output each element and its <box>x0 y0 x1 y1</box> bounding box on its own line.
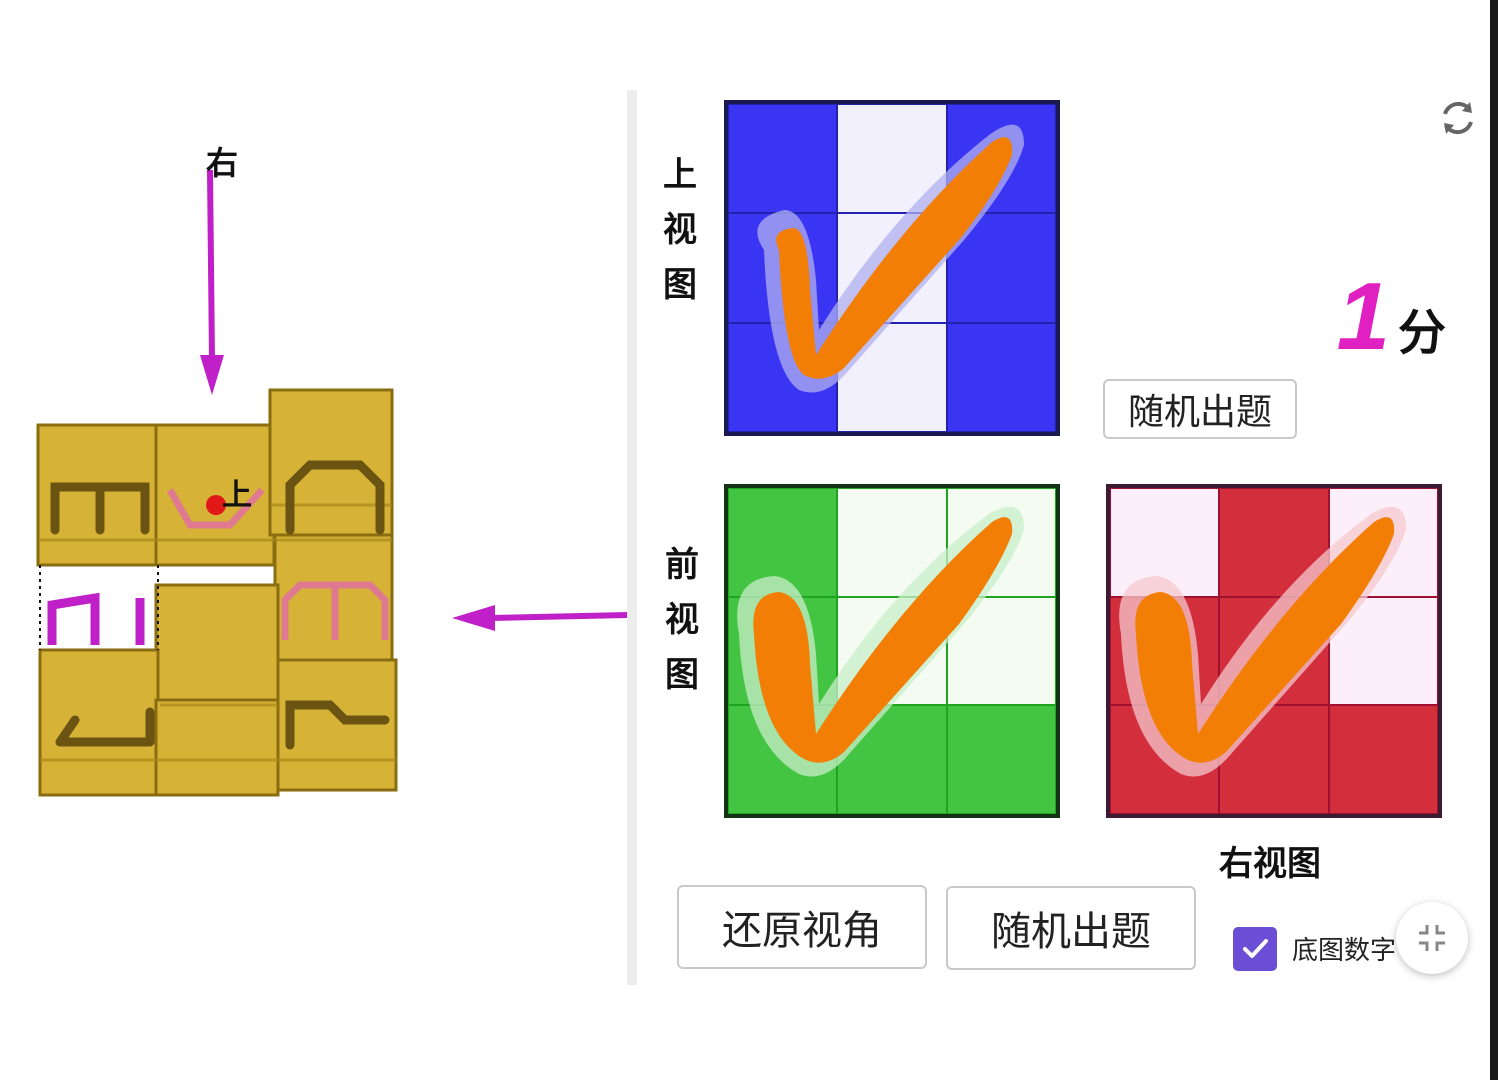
grid-cell[interactable] <box>837 104 947 214</box>
grid-cell[interactable] <box>946 213 1056 323</box>
3d-view-panel[interactable]: 右 上 <box>0 0 630 1080</box>
grid-cell[interactable] <box>837 213 947 323</box>
arrow-head-down <box>200 355 224 395</box>
grid-cell[interactable] <box>946 488 1056 597</box>
grid-cell[interactable] <box>1328 705 1438 814</box>
cube-7 <box>276 658 398 792</box>
score-value: 1 <box>1336 263 1390 370</box>
side-view-grid[interactable] <box>1106 484 1442 818</box>
base-digits-checkbox[interactable] <box>1233 927 1277 971</box>
grid-cell[interactable] <box>728 488 838 597</box>
front-view-grid[interactable] <box>724 484 1060 818</box>
cube-stack <box>36 388 398 797</box>
grid-cell[interactable] <box>1328 488 1438 597</box>
grid-cell[interactable] <box>1110 705 1220 814</box>
grid-cell[interactable] <box>728 213 838 323</box>
random-question-button[interactable]: 随机出题 <box>946 886 1196 970</box>
3d-cube-canvas[interactable] <box>0 0 630 1080</box>
direction-label-right: 右 <box>206 144 239 182</box>
grid-cell[interactable] <box>946 596 1056 706</box>
top-view-label: 上 视 图 <box>663 155 697 305</box>
grid-cell[interactable] <box>837 322 947 432</box>
refresh-icon[interactable] <box>1436 96 1480 140</box>
cube-digits <box>50 460 390 750</box>
grid-cell[interactable] <box>728 322 838 432</box>
score-display: 1 分 <box>1337 262 1446 372</box>
cube-pink-marks <box>166 487 389 640</box>
base-digits-label: 底图数字 <box>1292 936 1397 966</box>
score-unit: 分 <box>1397 305 1446 361</box>
cube-pink-digit <box>47 592 145 645</box>
collapse-icon[interactable] <box>1396 902 1468 974</box>
direction-arrow-down <box>207 169 215 361</box>
grid-cell[interactable] <box>946 104 1056 214</box>
random-question-button-small[interactable]: 随机出题 <box>1103 379 1297 439</box>
grid-cell[interactable] <box>837 705 947 814</box>
grid-cell[interactable] <box>946 705 1056 814</box>
grid-cell[interactable] <box>837 488 947 597</box>
direction-arrow-left <box>489 612 629 621</box>
grid-cell[interactable] <box>1219 488 1329 597</box>
arrow-head-left <box>452 605 495 631</box>
grid-cell[interactable] <box>728 596 838 706</box>
grid-cell[interactable] <box>837 596 947 706</box>
cube-mid <box>154 583 280 707</box>
top-marker-label: 上 <box>222 478 252 513</box>
grid-cell[interactable] <box>1110 488 1220 597</box>
cube-1 <box>38 648 160 797</box>
checkmark-icon <box>1243 939 1268 958</box>
grid-cell[interactable] <box>946 322 1056 432</box>
restore-view-button[interactable]: 还原视角 <box>677 885 927 969</box>
window-edge <box>1490 0 1498 1080</box>
grid-cell[interactable] <box>728 104 838 214</box>
panel-divider[interactable] <box>627 90 637 985</box>
side-view-label: 右视图 <box>1219 844 1321 884</box>
missing-cube-outline <box>39 565 159 650</box>
grid-cell[interactable] <box>1328 596 1438 706</box>
cube-bottom-mid <box>154 698 280 797</box>
grid-cell[interactable] <box>1219 596 1329 706</box>
top-view-grid[interactable] <box>724 100 1060 436</box>
front-view-label: 前 视 图 <box>665 545 699 695</box>
grid-cell[interactable] <box>728 705 838 814</box>
grid-cell[interactable] <box>1219 705 1329 814</box>
grid-cell[interactable] <box>1110 596 1220 706</box>
top-marker-dot <box>206 495 226 515</box>
